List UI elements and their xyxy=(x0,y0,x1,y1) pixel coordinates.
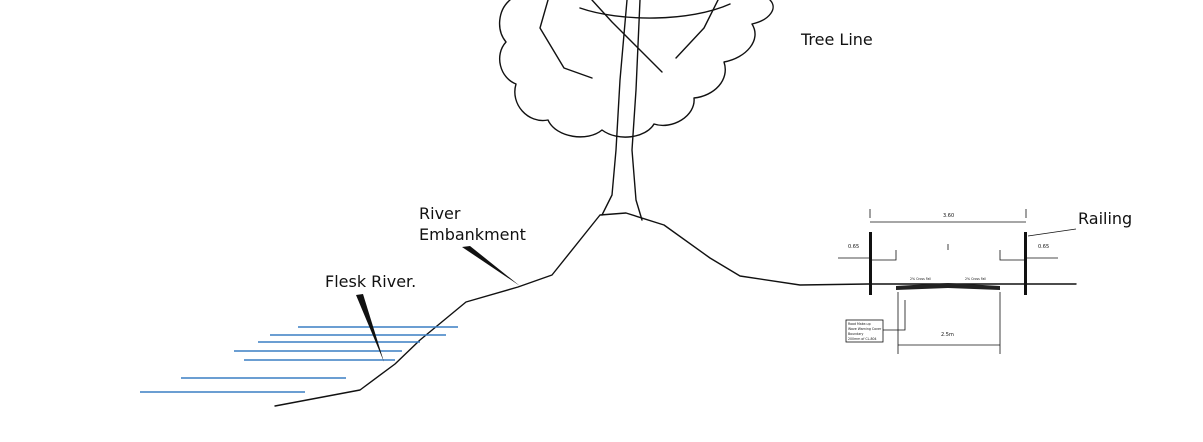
tree xyxy=(498,0,774,221)
note-box xyxy=(845,319,884,343)
inner-guide xyxy=(999,250,1024,261)
railing-post-right xyxy=(1024,232,1027,295)
left-crossfall-label: 2% Cross Fall xyxy=(910,277,931,281)
inner-guide xyxy=(872,250,897,261)
tree-branch xyxy=(539,0,593,79)
railing-pointer xyxy=(1027,228,1077,237)
embankment-ground-line xyxy=(274,212,1077,407)
tree-line-label: Tree Line xyxy=(800,30,873,49)
tree-canopy xyxy=(498,0,774,138)
flesk-river-label: Flesk River. xyxy=(325,272,416,291)
note-line: Road Make-up xyxy=(848,322,871,326)
note-line: Boundary xyxy=(848,332,863,336)
river-embankment-label-line2: Embankment xyxy=(419,225,526,244)
right-margin-label: 0.65 xyxy=(1038,244,1049,250)
river-embankment-pointer xyxy=(462,246,520,286)
left-margin-label: 0.65 xyxy=(848,244,859,250)
overall-width-label: 3.60 xyxy=(943,213,954,219)
tree-trunk-left xyxy=(601,0,628,216)
path-width-label: 2.5m xyxy=(941,332,954,338)
path-surface xyxy=(896,283,1000,290)
tree-branch xyxy=(591,0,663,73)
tree-trunk-right xyxy=(631,0,643,221)
railing-label: Railing xyxy=(1078,209,1132,228)
note-line: 200mm of CL-804 xyxy=(848,337,877,341)
path-section-detail: 3.60 0.65 0.65 2% Cross Fall 2% Cross Fa… xyxy=(838,209,1058,354)
tree-branch xyxy=(675,0,719,59)
tree-branch xyxy=(579,3,731,19)
river-water xyxy=(140,326,458,393)
right-crossfall-label: 2% Cross Fall xyxy=(965,277,986,281)
note-line: Wave Warning Cover xyxy=(848,327,882,331)
note-leader xyxy=(882,300,906,331)
railing-post-left xyxy=(869,232,872,295)
river-embankment-label-line1: River xyxy=(419,204,461,223)
flesk-river-pointer xyxy=(356,294,384,362)
